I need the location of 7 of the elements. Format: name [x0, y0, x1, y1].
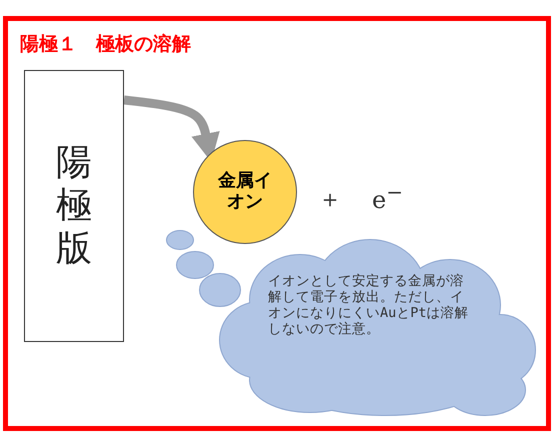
electrode-box — [24, 70, 124, 342]
plus-sign: ＋ — [318, 184, 342, 215]
electrode-label: 陽極版 — [56, 141, 92, 271]
note-text: イオンとして安定する金属が溶解して電子を放出。ただし、イオンになりにくいAuとPtは溶解しないので注意。 — [268, 273, 470, 337]
title: 陽極１ 極板の溶解 — [20, 32, 191, 57]
ion-label: 金属イオン — [216, 171, 273, 213]
electron-symbol: e$^{−}$ — [372, 180, 403, 214]
